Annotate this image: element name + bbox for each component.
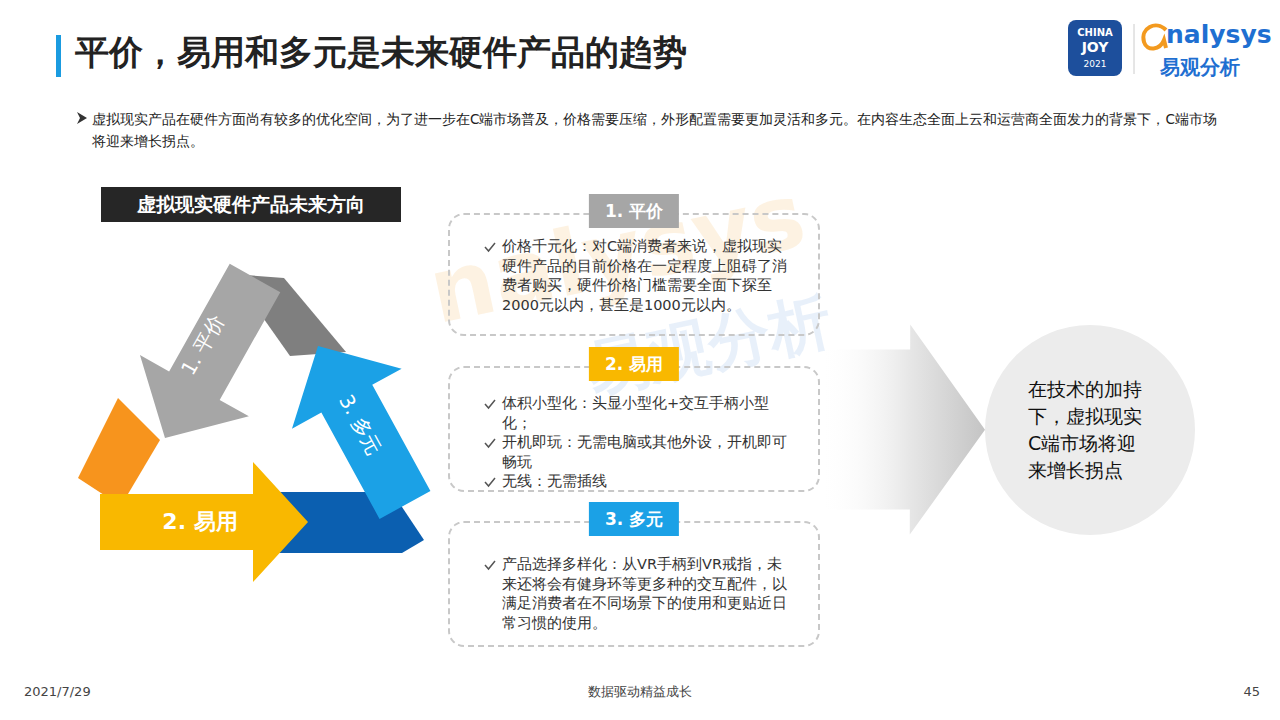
logo-swirl [1143,26,1166,49]
check-stroke [485,561,495,569]
brand-name: nalysys [1166,20,1276,50]
trend-card: 2. 易用体积小型化：头显小型化+交互手柄小型化；开机即玩：无需电脑或其他外设，… [448,366,820,492]
circle-text: 在技术的加持下，虚拟现实C端市场将迎来增长拐点 [1028,376,1152,484]
card-text: 价格千元化：对C端消费者来说，虚拟现实硬件产品的目前价格在一定程度上阻碍了消费者… [502,237,794,315]
check-stroke [485,243,495,251]
card-text: 产品选择多样化：从VR手柄到VR戒指，未来还将会有健身环等更多种的交互配件，以满… [502,555,794,633]
page-title: 平价，易用和多元是未来硬件产品的趋势 [75,30,975,76]
ribbon-fold [78,398,160,495]
title-bar [56,35,61,77]
card-row: 价格千元化：对C端消费者来说，虚拟现实硬件产品的目前价格在一定程度上阻碍了消费者… [484,237,796,315]
result-circle: 在技术的加持下，虚拟现实C端市场将迎来增长拐点 [985,325,1195,535]
check-mark [484,559,496,571]
card-text: 无线：无需插线 [502,472,794,492]
card-body: 产品选择多样化：从VR手柄到VR戒指，未来还将会有健身环等更多种的交互配件，以满… [484,555,796,633]
card-row: 开机即玩：无需电脑或其他外设，开机即可畅玩 [484,433,796,472]
card-heading: 3. 多元 [589,502,679,536]
card-heading: 1. 平价 [589,194,679,228]
check-mark [484,241,496,253]
bullet-arrow [77,112,87,124]
logo-text: 2021 [1068,59,1122,70]
check-mark [484,437,496,449]
heading-banner: 虚拟现实硬件产品未来方向 [101,187,401,222]
card-text: 开机即玩：无需电脑或其他外设，开机即可畅玩 [502,433,794,472]
card-body: 价格千元化：对C端消费者来说，虚拟现实硬件产品的目前价格在一定程度上阻碍了消费者… [484,237,796,315]
check-stroke [485,478,495,486]
check-mark [484,476,496,488]
logo-divider [1134,24,1135,74]
trend-card: 1. 平价价格千元化：对C端消费者来说，虚拟现实硬件产品的目前价格在一定程度上阻… [448,213,820,336]
card-body: 体积小型化：头显小型化+交互手柄小型化；开机即玩：无需电脑或其他外设，开机即可畅… [484,394,796,492]
circle-outline [985,325,1195,535]
card-row: 产品选择多样化：从VR手柄到VR戒指，未来还将会有健身环等更多种的交互配件，以满… [484,555,796,633]
logo-text: JOY [1068,39,1122,56]
intro-note: 虚拟现实产品在硬件方面尚有较多的优化空间，为了进一步在C端市场普及，价格需要压缩… [92,108,1227,152]
arrow-label-holder: 2. 易用 [162,507,237,537]
card-text: 体积小型化：头显小型化+交互手柄小型化； [502,394,794,433]
arrow-label: 2. 易用 [162,507,237,537]
brand-name: 易观分析 [1160,55,1270,79]
arrow-outline [292,346,430,519]
footer-slogan: 数据驱动精益成长 [540,684,740,700]
banner-text: 虚拟现实硬件产品未来方向 [137,192,365,218]
logo-badge [1068,20,1122,76]
circle-content: 在技术的加持下，虚拟现实C端市场将迎来增长拐点 [985,325,1195,535]
check-stroke [485,439,495,447]
card-heading: 2. 易用 [589,347,679,381]
arrow-outline [100,462,308,582]
cycle-arrow: 3. 多元 [60,255,440,605]
arrow-outline [140,264,280,438]
logo-text: CHINA [1068,27,1122,39]
card-row: 体积小型化：头显小型化+交互手柄小型化； [484,394,796,433]
check-mark [484,398,496,410]
trend-card: 3. 多元产品选择多样化：从VR手柄到VR戒指，未来还将会有健身环等更多种的交互… [448,521,820,647]
arrow-shape [60,255,440,605]
circle-shape [985,325,1195,535]
flow-arrow [820,325,985,535]
check-stroke [485,400,495,408]
card-row: 无线：无需插线 [484,472,796,492]
page-number: 45 [1200,684,1260,700]
footer-date: 2021/7/29 [24,684,144,700]
